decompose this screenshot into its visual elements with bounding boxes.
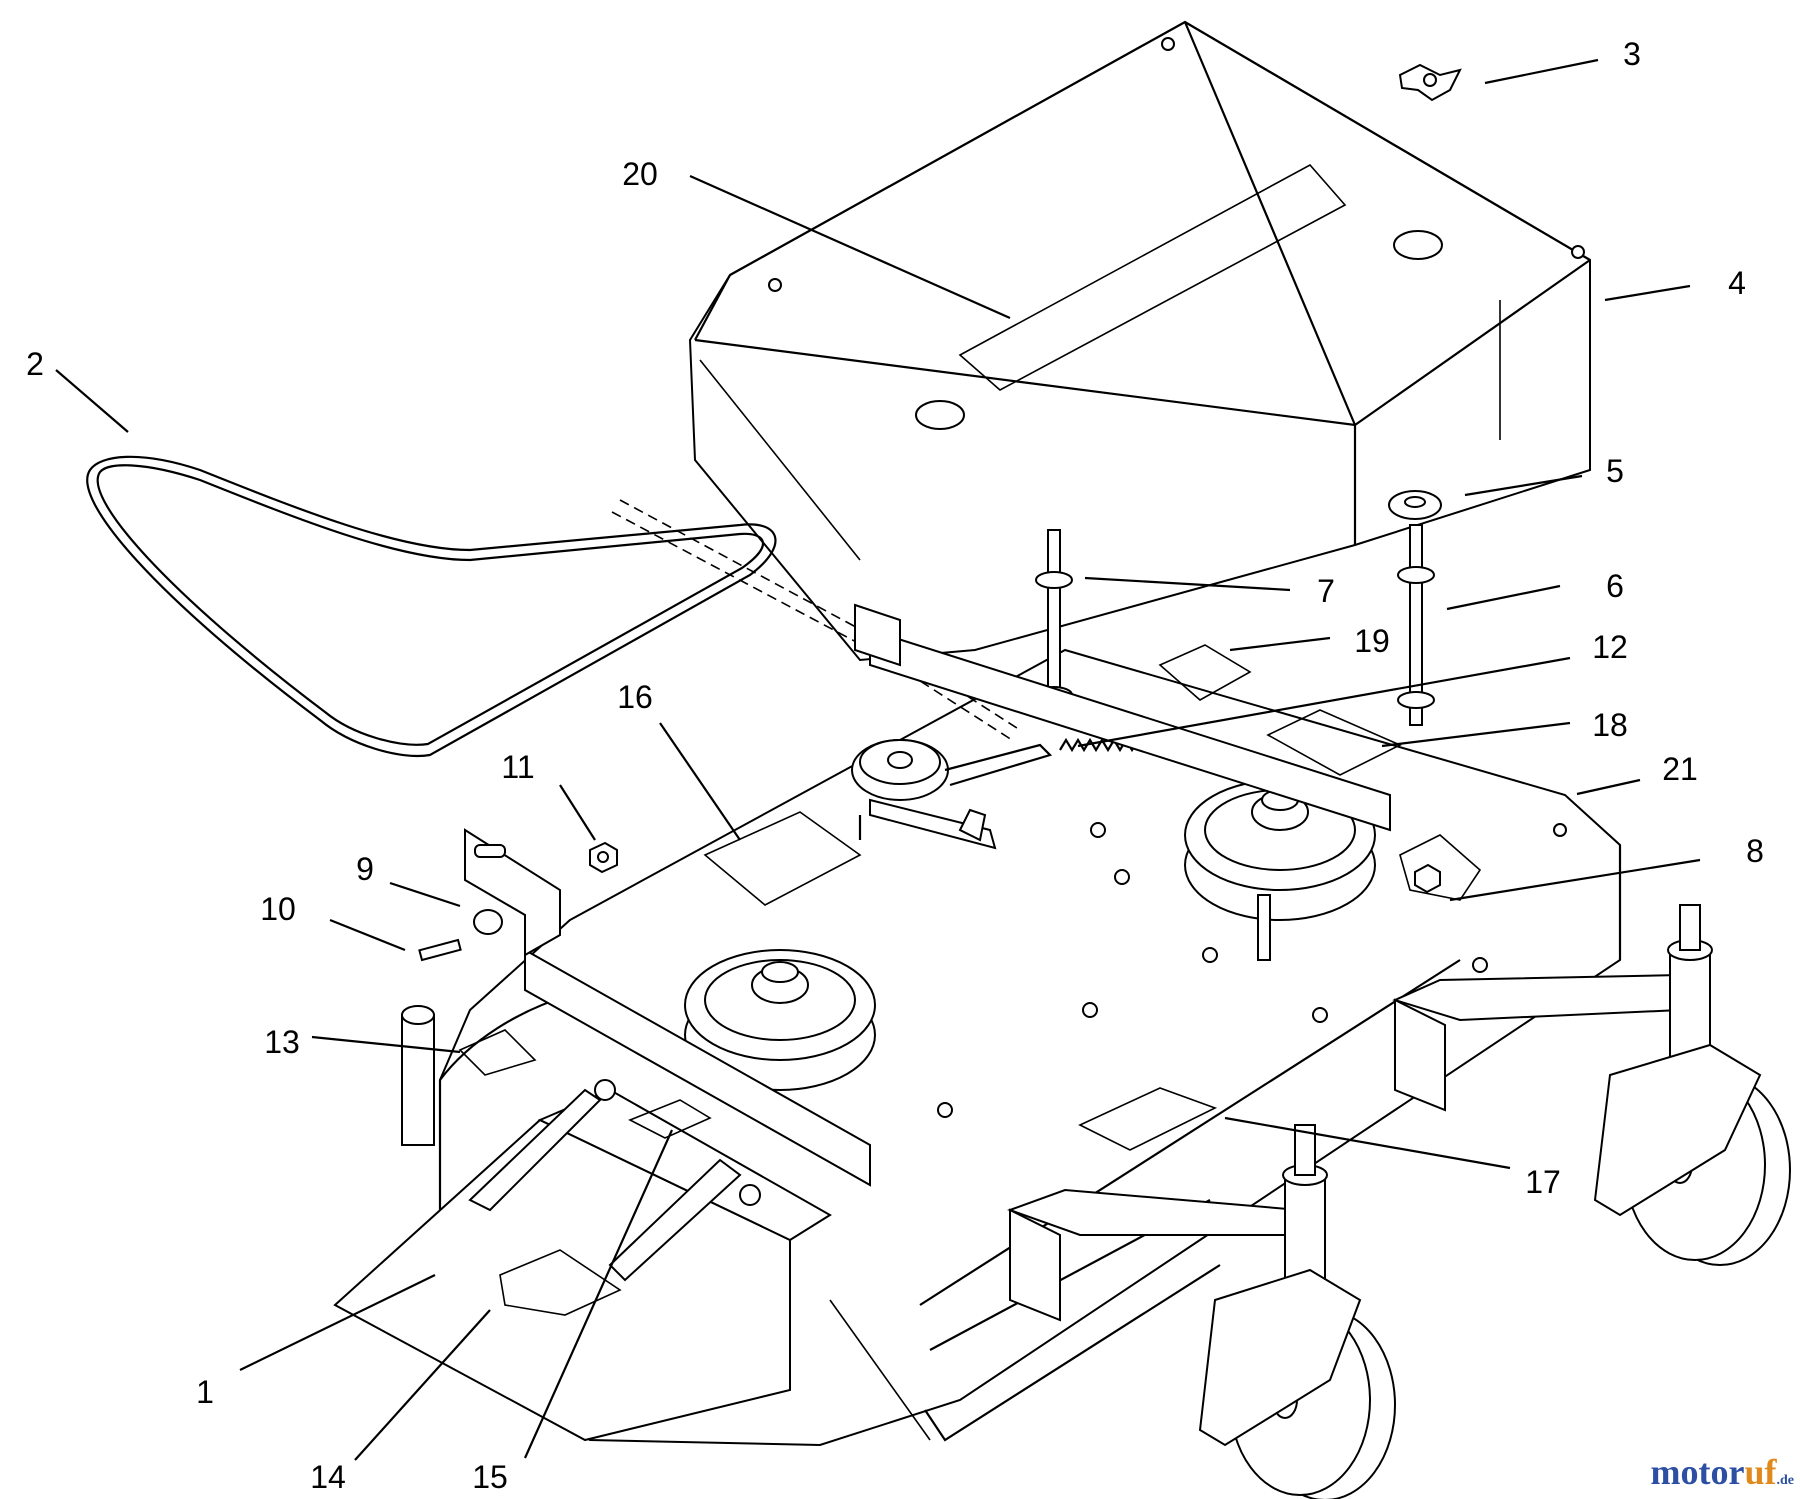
decal-15 <box>628 1099 712 1139</box>
callout-3: 3 <box>1623 36 1641 72</box>
callout-13: 13 <box>264 1024 300 1060</box>
callout-20: 20 <box>622 156 658 192</box>
callout-5: 5 <box>1606 453 1624 489</box>
decal-16 <box>703 811 862 906</box>
watermark-suffix: .de <box>1776 1473 1795 1488</box>
callout-10: 10 <box>260 891 296 927</box>
callouts: 20 2 3 4 5 6 7 8 9 10 11 12 13 14 15 16 … <box>26 36 1764 1495</box>
nut-8 <box>1399 834 1482 901</box>
callout-18: 18 <box>1592 707 1628 743</box>
bolt-10 <box>418 909 503 962</box>
callout-4: 4 <box>1728 265 1746 301</box>
watermark-main: motor <box>1650 1452 1745 1492</box>
decal-13 <box>458 1029 537 1076</box>
callout-9: 9 <box>356 851 374 887</box>
decal-17 <box>1078 1087 1218 1151</box>
post-left <box>401 1005 435 1146</box>
spindle-pulley-left <box>684 949 876 1091</box>
decal-18 <box>1266 709 1402 776</box>
leader-lines <box>55 58 1701 1461</box>
washer-5 <box>1388 490 1442 520</box>
decal-19 <box>1158 644 1252 701</box>
cover-hole <box>1393 230 1443 260</box>
callout-12: 12 <box>1592 629 1628 665</box>
nut-11 <box>589 841 618 874</box>
callout-21: 21 <box>1662 751 1698 787</box>
callout-6: 6 <box>1606 568 1624 604</box>
callout-1: 1 <box>196 1374 214 1410</box>
idler-pulley <box>851 739 1053 850</box>
knob <box>1398 63 1462 102</box>
bracket-9 <box>464 828 561 957</box>
watermark-logo: motoruf.de <box>1651 1451 1794 1493</box>
callout-2: 2 <box>26 346 44 382</box>
bolt-6 <box>1397 524 1435 726</box>
callout-14: 14 <box>310 1459 346 1495</box>
callout-15: 15 <box>472 1459 508 1495</box>
deck-baffle <box>524 603 1391 1187</box>
decal-14 <box>499 1249 622 1316</box>
callout-8: 8 <box>1746 833 1764 869</box>
caster-wheel-rear <box>1593 1043 1791 1266</box>
cover-hole <box>915 400 965 430</box>
drive-belt <box>86 455 777 757</box>
callout-7: 7 <box>1317 573 1335 609</box>
deck-cover <box>688 20 1591 662</box>
callout-17: 17 <box>1525 1164 1561 1200</box>
watermark-accent: uf <box>1744 1452 1777 1492</box>
callout-19: 19 <box>1354 623 1390 659</box>
caster-wheel-front <box>1198 1268 1396 1499</box>
discharge-chute <box>333 1079 832 1442</box>
decal-20 <box>958 163 1347 391</box>
callout-16: 16 <box>617 679 653 715</box>
callout-11: 11 <box>501 749 534 785</box>
